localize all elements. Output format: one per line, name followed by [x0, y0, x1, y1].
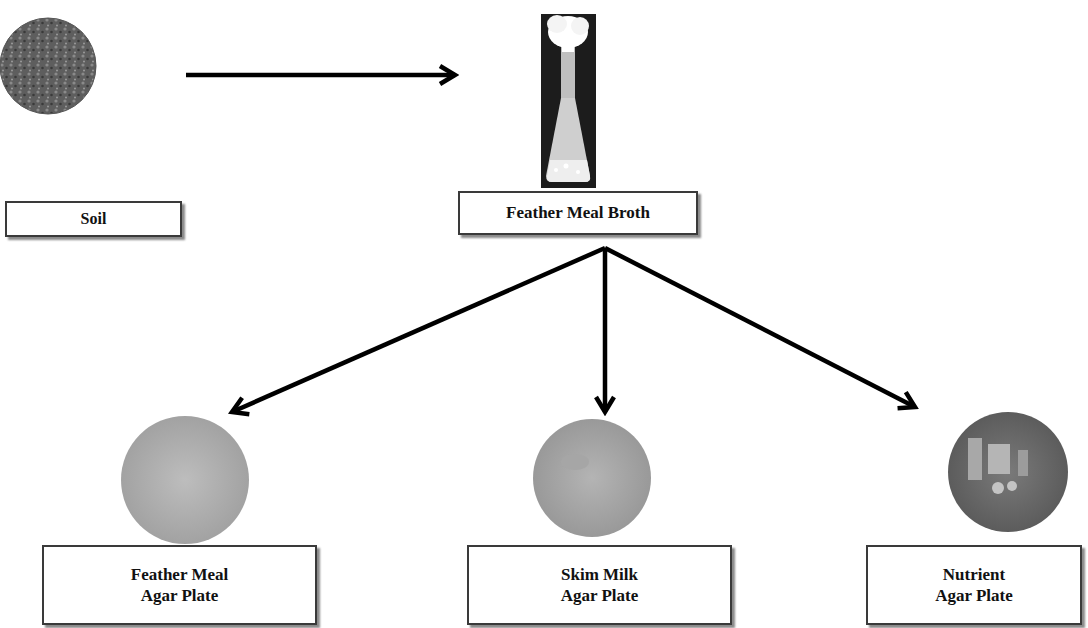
- node-label: Skim Milk Agar Plate: [547, 564, 652, 607]
- label-box: Feather Meal Broth: [458, 191, 698, 235]
- flow-arrow: [186, 73, 455, 78]
- skim-milk-plate: [533, 419, 651, 537]
- soil-image: [0, 18, 96, 114]
- flow-arrow: [605, 248, 915, 407]
- step-node: Nutrient Agar Plate: [866, 405, 1082, 628]
- feather-meal-plate: [121, 416, 249, 544]
- flow-arrow: [232, 248, 605, 412]
- node-label: Nutrient Agar Plate: [929, 564, 1019, 607]
- flask-photo: [541, 14, 596, 188]
- label-box: Soil: [5, 201, 182, 237]
- label-box: Feather Meal Agar Plate: [42, 545, 317, 625]
- node-label: Feather Meal Agar Plate: [122, 564, 237, 607]
- label-box: Nutrient Agar Plate: [866, 545, 1082, 625]
- step-node: Feather Meal Broth: [458, 10, 698, 238]
- node-label: Feather Meal Broth: [506, 202, 650, 223]
- step-node: Feather Meal Agar Plate: [42, 410, 317, 628]
- node-label: Soil: [81, 209, 107, 229]
- label-box: Skim Milk Agar Plate: [467, 545, 732, 625]
- step-node: Skim Milk Agar Plate: [467, 410, 732, 628]
- step-node: Soil: [5, 10, 182, 240]
- flow-arrow: [603, 248, 608, 412]
- nutrient-plate: [948, 412, 1068, 532]
